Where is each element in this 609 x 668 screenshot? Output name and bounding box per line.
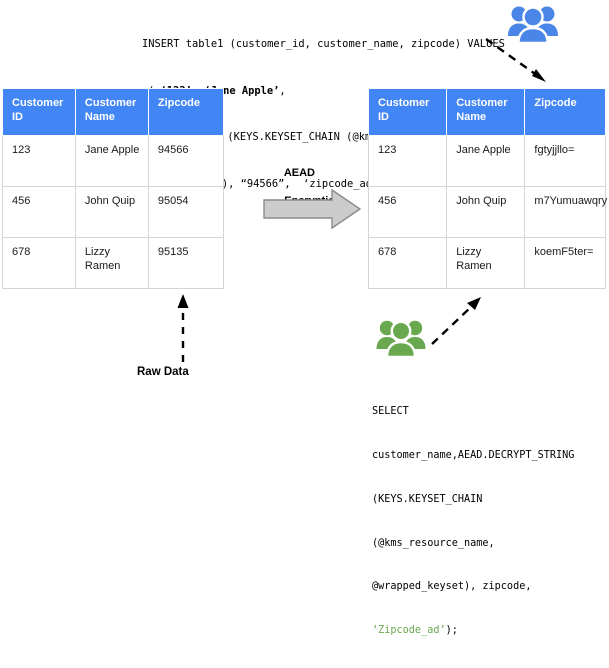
insert-sql-line-1: INSERT table1 (customer_id, customer_nam… [142, 38, 505, 50]
aead-label-line-1: AEAD [283, 167, 315, 179]
cell-customer-name: Lizzy Ramen [74, 237, 149, 289]
cell-customer-id: 678 [2, 237, 76, 289]
people-group-icon [508, 6, 558, 44]
cell-zipcode: 94566 [147, 135, 225, 187]
select-sql-line-6: ‘Zipcode_ad’); [372, 624, 574, 639]
select-sql-line-4: (@kms_resource_name, [372, 537, 495, 549]
cell-zipcode: 95054 [147, 186, 225, 238]
cell-customer-id: 123 [367, 135, 448, 187]
select-literal-zipcode-ad: ‘Zipcode_ad’ [372, 625, 446, 637]
plaintext-customer-table: Customer ID Customer Name Zipcode 123 Ja… [2, 88, 225, 289]
diagram-canvas: INSERT table1 (customer_id, customer_nam… [2, 6, 607, 636]
encrypted-customer-table: Customer ID Customer Name Zipcode 123 Ja… [367, 88, 607, 289]
select-line6-suffix: ); [445, 625, 458, 637]
select-sql-line-3: (KEYS.KEYSET_CHAIN [372, 493, 483, 505]
select-sql-line-2: customer_name,AEAD.DECRYPT_STRING [372, 449, 575, 461]
cell-customer-name: Lizzy Ramen [446, 237, 526, 289]
cell-zipcode-encrypted: fgtyjjllo= [524, 135, 606, 187]
column-header-customer-name: Customer Name [74, 88, 149, 136]
select-sql-statement: SELECT customer_name,AEAD.DECRYPT_STRING… [372, 376, 574, 668]
cell-customer-name: Jane Apple [446, 135, 526, 187]
select-sql-line-5: @wrapped_keyset), zipcode, [372, 581, 532, 593]
cell-zipcode: 95135 [147, 237, 225, 289]
dashed-arrow-up-right-icon [431, 297, 481, 345]
table-row: 678 Lizzy Ramen koemF5ter= [367, 237, 606, 289]
table-row: 123 Jane Apple fgtyjjllo= [367, 135, 606, 187]
dashed-arrow-down-right-icon [485, 38, 546, 82]
table-row: 456 John Quip m7Yumuawqry [367, 186, 607, 238]
cell-customer-id: 456 [367, 186, 448, 238]
cell-customer-id: 123 [2, 135, 76, 187]
cell-customer-id: 678 [367, 237, 448, 289]
cell-customer-name: John Quip [446, 186, 526, 238]
raw-data-label: Raw Data [137, 366, 189, 378]
people-group-icon [376, 320, 426, 358]
column-header-customer-name: Customer Name [446, 88, 526, 136]
cell-zipcode-encrypted: koemF5ter= [524, 237, 606, 289]
cell-customer-name: John Quip [74, 186, 149, 238]
insert-line2-suffix: , [279, 84, 286, 97]
cell-customer-id: 456 [2, 186, 76, 238]
table-row: 123 Jane Apple 94566 [2, 135, 225, 187]
table-header-row: Customer ID Customer Name Zipcode [367, 88, 606, 136]
column-header-zipcode: Zipcode [524, 88, 606, 136]
table-header-row: Customer ID Customer Name Zipcode [2, 88, 225, 136]
column-header-customer-id: Customer ID [2, 88, 76, 136]
dashed-arrow-up-icon [177, 294, 189, 362]
table-row: 678 Lizzy Ramen 95135 [2, 237, 225, 289]
cell-zipcode-encrypted: m7Yumuawqry [524, 186, 607, 238]
table-row: 456 John Quip 95054 [2, 186, 225, 238]
select-sql-line-1: SELECT [372, 406, 409, 418]
block-arrow-right-icon [263, 188, 362, 230]
column-header-zipcode: Zipcode [147, 88, 225, 136]
cell-customer-name: Jane Apple [74, 135, 149, 187]
column-header-customer-id: Customer ID [367, 88, 448, 136]
